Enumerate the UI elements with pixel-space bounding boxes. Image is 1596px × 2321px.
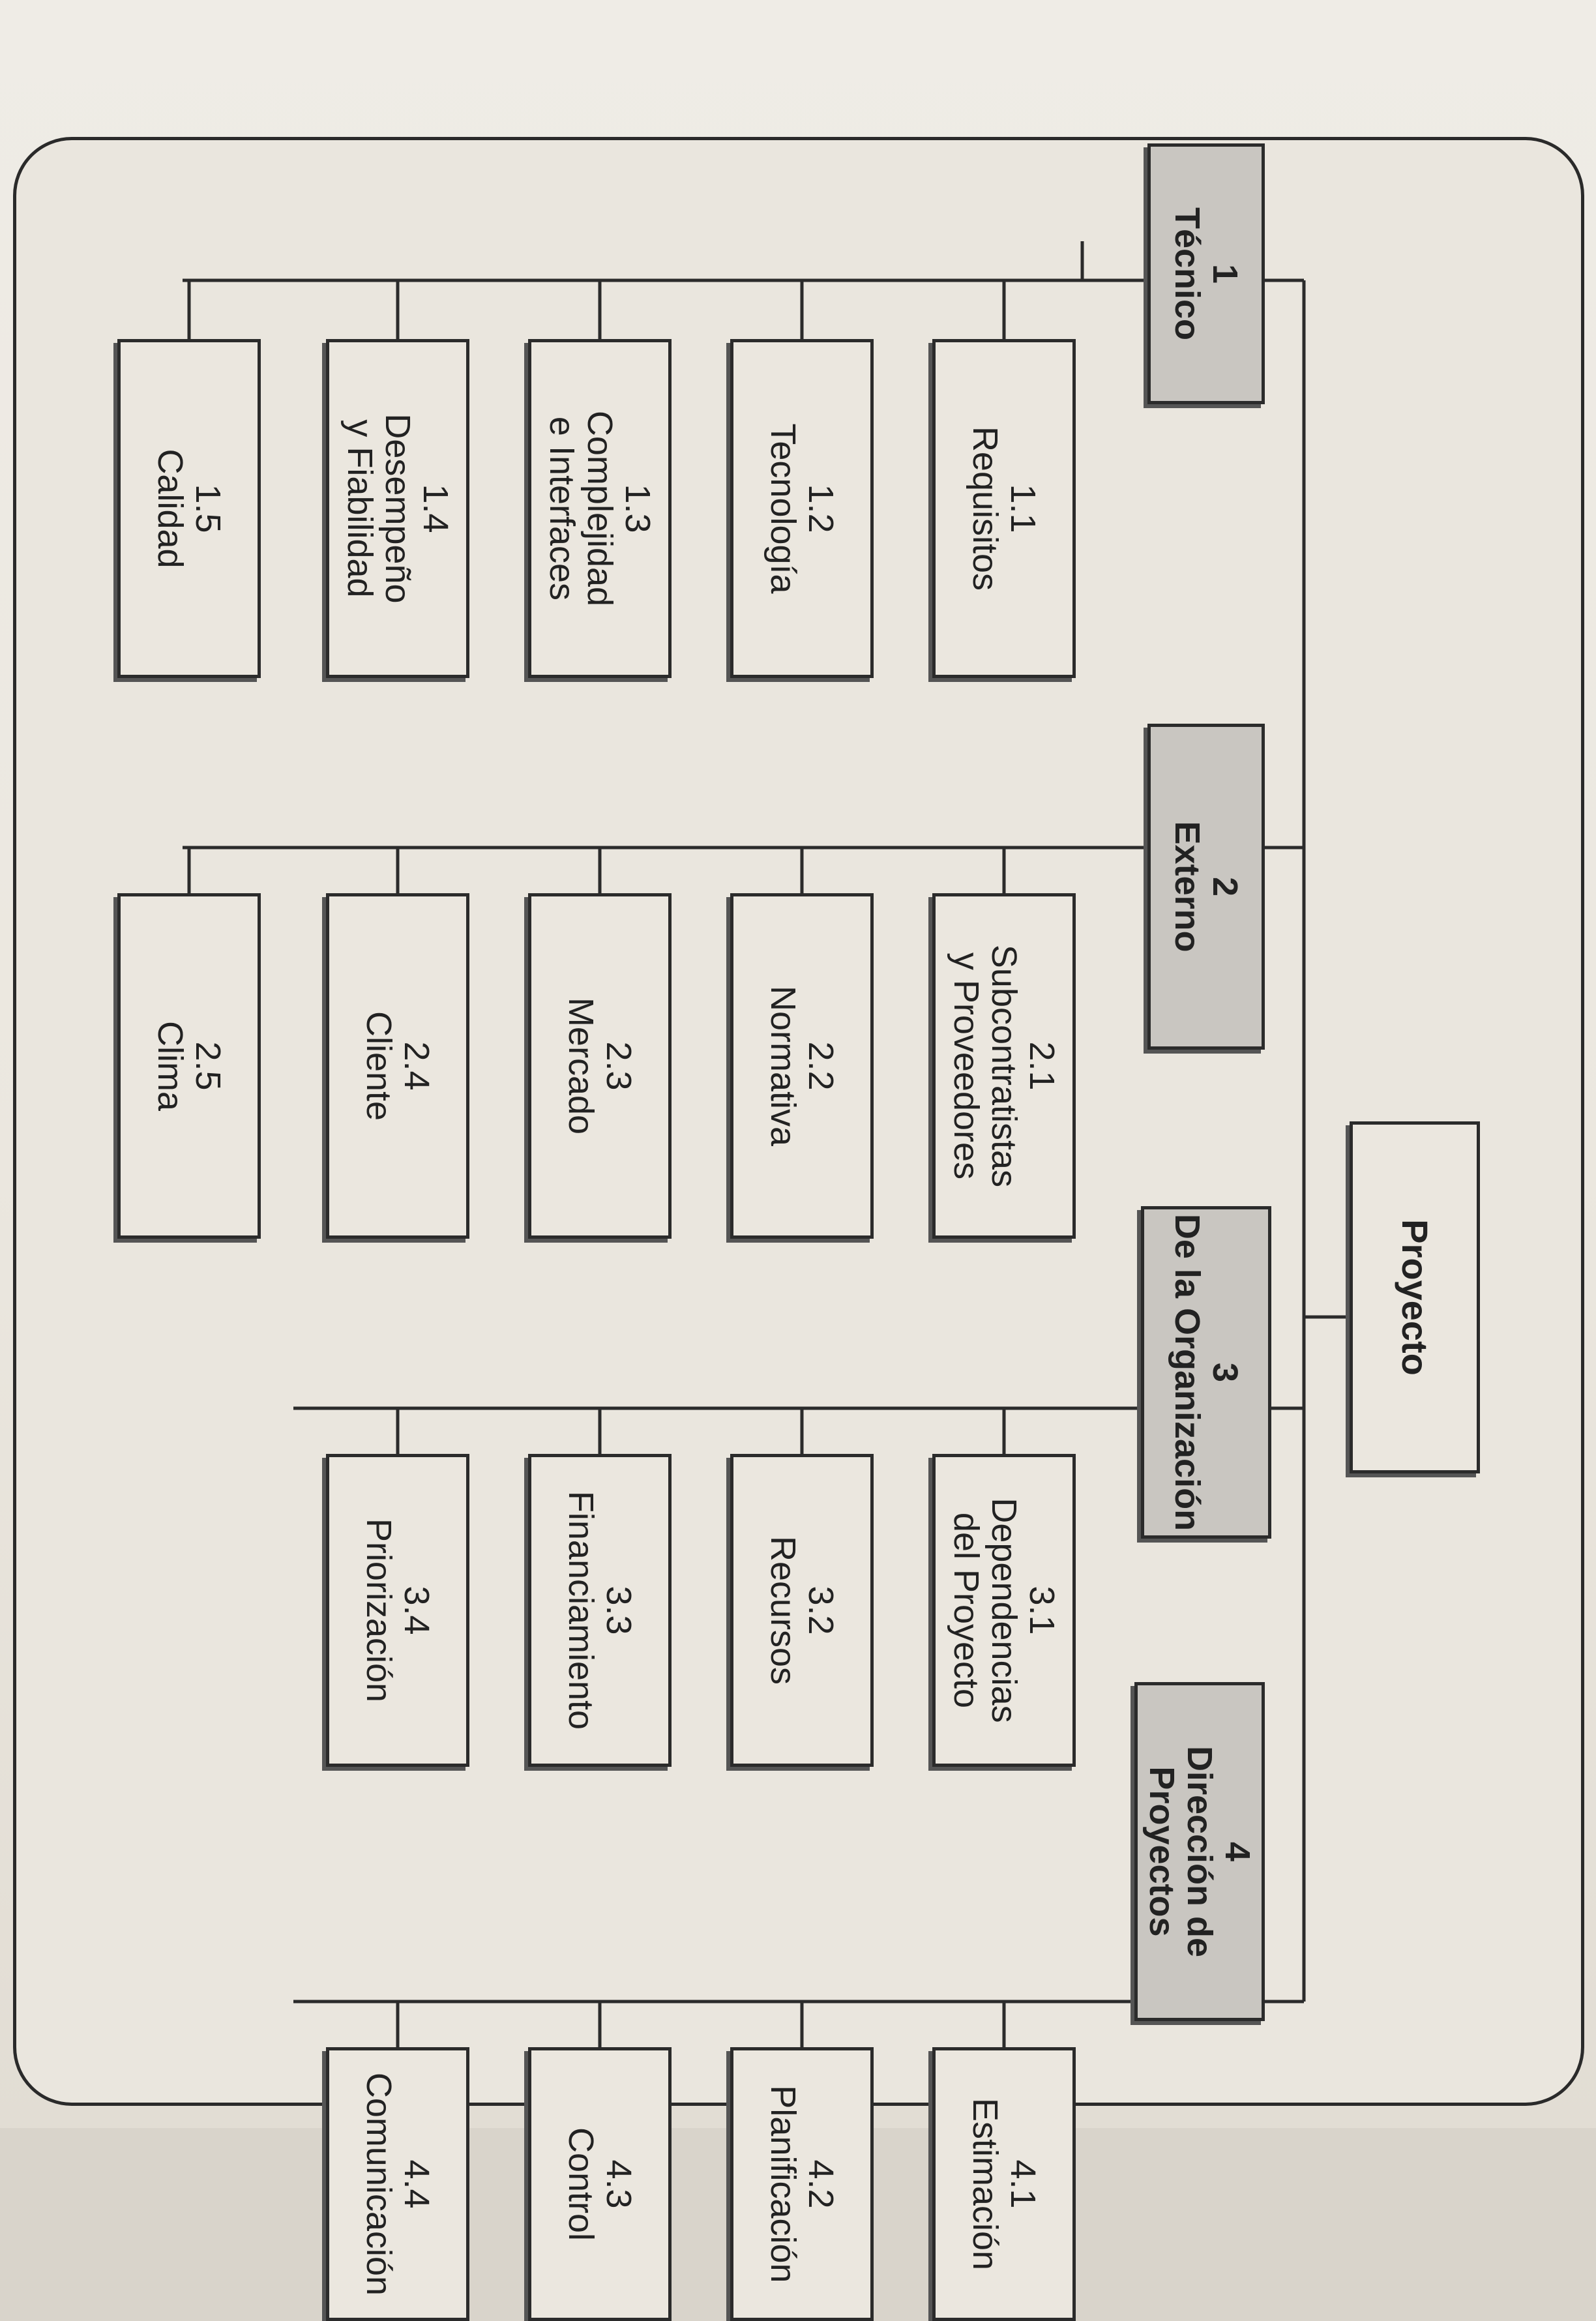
root-node-proyecto: Proyecto <box>1350 1121 1480 1473</box>
item-number: 1.2 <box>801 484 841 533</box>
category-label: Técnico <box>1168 207 1207 341</box>
category-node-3: 3 De la Organización <box>1141 1206 1271 1539</box>
item-number: 2.3 <box>599 1041 639 1091</box>
item-number: 1.1 <box>1003 484 1043 533</box>
category-label: Externo <box>1168 821 1207 953</box>
item-number: 1.3 <box>618 484 658 533</box>
item-number: 3.4 <box>397 1586 437 1635</box>
item-label: Dependencias del Proyecto <box>946 1498 1024 1723</box>
item-label: Priorización <box>359 1518 398 1703</box>
item-node-3-1: 3.1 Dependencias del Proyecto <box>932 1454 1076 1767</box>
item-number: 3.3 <box>599 1586 639 1635</box>
category-node-1: 1 Técnico <box>1147 143 1265 404</box>
item-node-2-2: 2.2 Normativa <box>730 893 874 1239</box>
category-node-4: 4 Dirección de Proyectos <box>1134 1682 1265 2021</box>
root-label: Proyecto <box>1395 1219 1436 1376</box>
item-label: Clima <box>151 1020 190 1111</box>
category-number: 2 <box>1205 876 1245 897</box>
item-number: 1.5 <box>188 484 228 533</box>
item-node-4-3: 4.3 Control <box>528 2047 672 2321</box>
item-node-1-4: 1.4 Desempeño y Fiabilidad <box>326 339 469 678</box>
connector-lines <box>183 241 1356 2047</box>
item-label: Requisitos <box>966 426 1005 591</box>
item-label: Control <box>561 2127 600 2241</box>
item-number: 2.5 <box>188 1041 228 1091</box>
item-node-1-1: 1.1 Requisitos <box>932 339 1076 678</box>
item-number: 3.1 <box>1022 1586 1062 1635</box>
item-label: Financiamiento <box>561 1490 600 1730</box>
item-label: Subcontratistas y Proveedores <box>946 944 1024 1188</box>
item-label: Recursos <box>763 1535 803 1685</box>
item-label: Mercado <box>561 997 600 1135</box>
category-label: De la Organización <box>1168 1213 1207 1531</box>
item-node-3-3: 3.3 Financiamiento <box>528 1454 672 1767</box>
item-node-4-1: 4.1 Estimación <box>932 2047 1076 2321</box>
item-number: 4.1 <box>1003 2159 1043 2209</box>
item-label: Complejidad e Interfaces <box>542 410 620 607</box>
item-label: Cliente <box>359 1011 398 1121</box>
item-number: 3.2 <box>801 1586 841 1635</box>
item-number: 2.2 <box>801 1041 841 1091</box>
category-number: 1 <box>1205 263 1245 284</box>
item-label: Tecnología <box>763 423 803 594</box>
item-label: Comunicación <box>359 2072 398 2296</box>
rbs-diagram: Proyecto 1 Técnico 2 Externo 3 De la Org… <box>104 143 1519 2321</box>
item-number: 2.4 <box>397 1041 437 1091</box>
item-label: Desempeño y Fiabilidad <box>340 413 418 604</box>
item-number: 1.4 <box>416 484 456 533</box>
item-label: Estimación <box>966 2097 1005 2271</box>
item-node-1-5: 1.5 Calidad <box>117 339 261 678</box>
item-label: Planificación <box>763 2085 803 2283</box>
item-label: Normativa <box>763 985 803 1147</box>
category-node-2: 2 Externo <box>1147 724 1265 1050</box>
category-label: Dirección de Proyectos <box>1142 1745 1220 1958</box>
item-number: 4.2 <box>801 2159 841 2209</box>
item-number: 4.3 <box>599 2159 639 2209</box>
item-node-2-1: 2.1 Subcontratistas y Proveedores <box>932 893 1076 1239</box>
item-node-4-4: 4.4 Comunicación <box>326 2047 469 2321</box>
item-node-2-3: 2.3 Mercado <box>528 893 672 1239</box>
item-number: 2.1 <box>1022 1041 1062 1091</box>
item-node-2-4: 2.4 Cliente <box>326 893 469 1239</box>
item-node-1-2: 1.2 Tecnología <box>730 339 874 678</box>
item-node-3-2: 3.2 Recursos <box>730 1454 874 1767</box>
item-node-3-4: 3.4 Priorización <box>326 1454 469 1767</box>
category-number: 4 <box>1218 1841 1258 1862</box>
item-node-4-2: 4.2 Planificación <box>730 2047 874 2321</box>
item-node-1-3: 1.3 Complejidad e Interfaces <box>528 339 672 678</box>
category-number: 3 <box>1205 1362 1245 1383</box>
item-number: 4.4 <box>397 2159 437 2209</box>
item-node-2-5: 2.5 Clima <box>117 893 261 1239</box>
item-label: Calidad <box>151 449 190 569</box>
